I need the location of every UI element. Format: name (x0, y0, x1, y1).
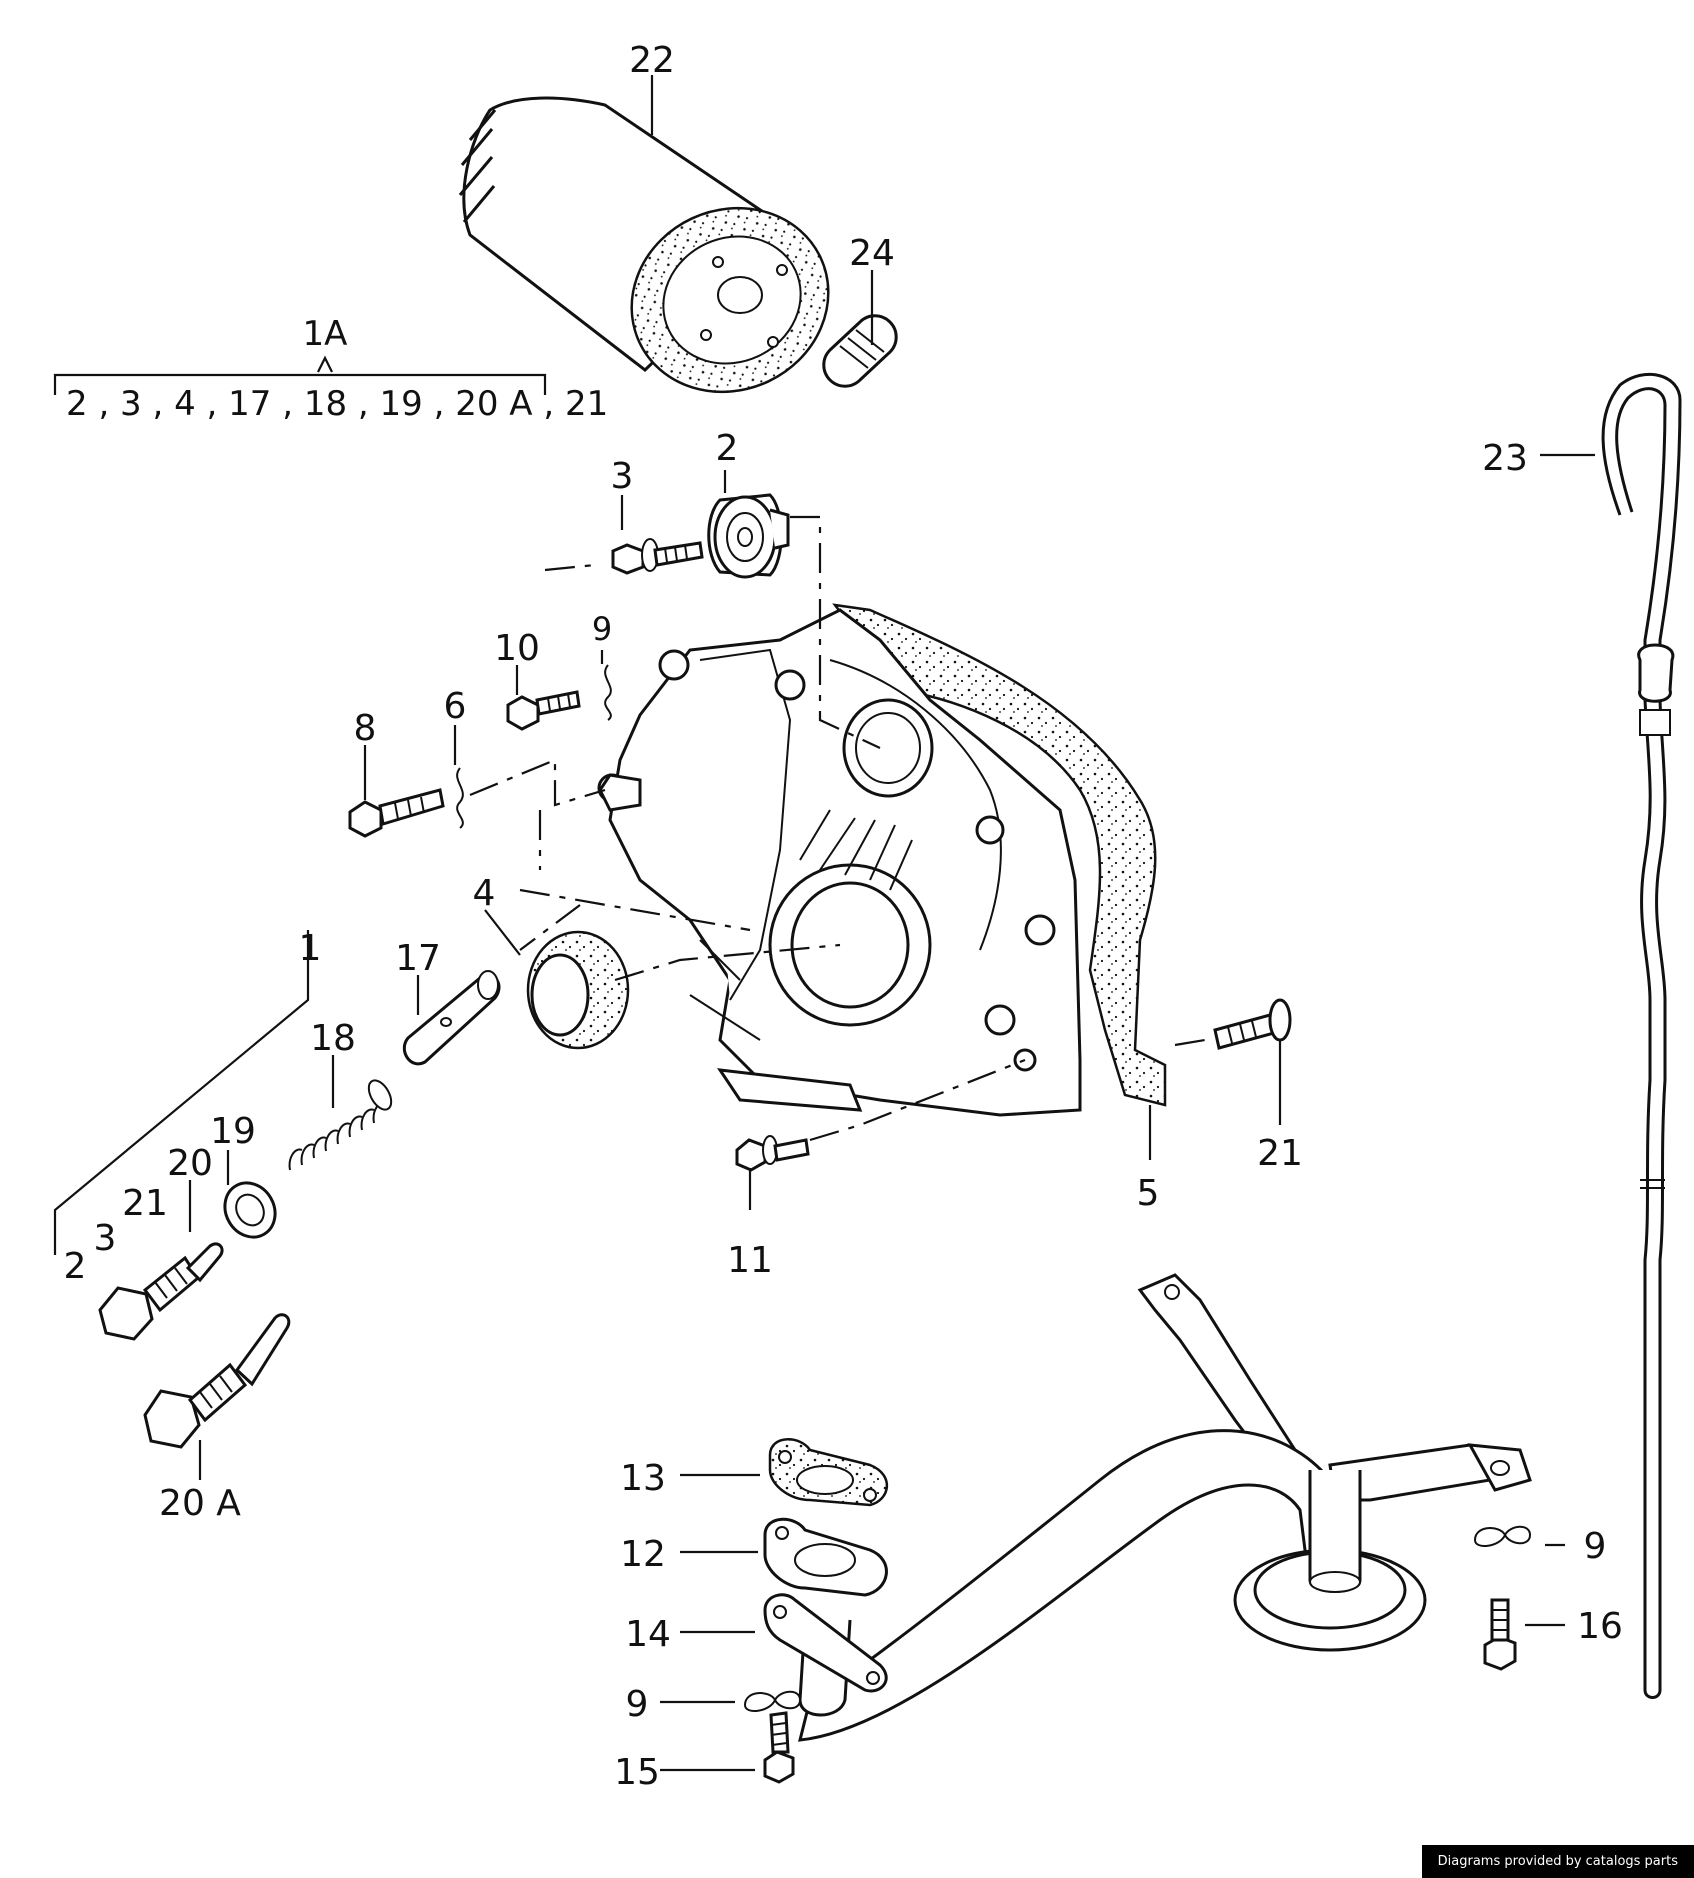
callout-3-left: 3 (94, 1218, 117, 1259)
callout-24: 24 (849, 233, 895, 274)
relief-spring (288, 1079, 393, 1171)
callout-16: 16 (1577, 1606, 1623, 1647)
seal-ring-9-bottom (743, 1690, 802, 1712)
oil-pickup-tube (798, 1273, 1532, 1742)
callout-20: 20 (167, 1143, 213, 1184)
callout-23: 23 (1482, 438, 1528, 479)
callout-4: 4 (473, 873, 496, 914)
callout-9-bottom: 9 (626, 1684, 649, 1725)
callout-12: 12 (620, 1534, 666, 1575)
callout-21-left: 21 (122, 1183, 168, 1224)
callout-6: 6 (444, 686, 467, 727)
callout-19: 19 (210, 1111, 256, 1152)
oil-seal-4 (526, 930, 630, 1050)
group-bracket-1a: 1A 2 , 3 , 4 , 17 , 18 , 19 , 20 A , 21 (53, 314, 608, 424)
relief-plunger (402, 970, 501, 1066)
callout-1: 1 (299, 928, 322, 969)
screw-plug (98, 1242, 224, 1341)
callout-labels: 22 24 2 3 9 10 6 8 4 1 17 18 19 20 21 3 … (64, 40, 1623, 1793)
callout-11: 11 (727, 1240, 773, 1281)
bolt-8 (348, 788, 445, 838)
callout-13: 13 (620, 1458, 666, 1499)
sealing-washer (223, 1181, 277, 1239)
assembly-dash-lines (469, 515, 1206, 1142)
oil-pump-housing (597, 603, 1167, 1117)
diagram-credit: Diagrams provided by catalogs parts (1421, 1845, 1694, 1878)
callout-2-left: 2 (64, 1246, 87, 1287)
pulley-bolt (611, 538, 704, 575)
seal-ring-9-right (1473, 1525, 1532, 1547)
callout-9-right: 9 (1584, 1526, 1607, 1567)
callout-9-top: 9 (592, 610, 612, 648)
drive-pulley (707, 493, 790, 579)
leader-lines (53, 75, 1595, 1772)
callout-18: 18 (310, 1018, 356, 1059)
callout-15: 15 (614, 1752, 660, 1793)
seal-ring-6 (456, 767, 464, 829)
group-label: 1A (303, 314, 348, 354)
gasket-13 (768, 1438, 889, 1507)
callout-3-bolt: 3 (611, 456, 634, 497)
callout-17: 17 (395, 938, 441, 979)
bolt-10 (506, 690, 581, 731)
callout-2-pulley: 2 (716, 428, 739, 469)
callout-21-right: 21 (1257, 1133, 1303, 1174)
bolt-15 (763, 1711, 795, 1784)
callout-20a: 20 A (159, 1483, 241, 1524)
oil-pressure-switch (143, 1313, 291, 1449)
oil-filter (458, 96, 830, 394)
bolt-16 (1483, 1598, 1517, 1671)
callout-22: 22 (629, 40, 675, 81)
callout-5: 5 (1137, 1173, 1160, 1214)
group-members: 2 , 3 , 4 , 17 , 18 , 19 , 20 A , 21 (66, 384, 608, 424)
pickup-flange-14 (763, 1593, 888, 1693)
callout-8: 8 (354, 708, 377, 749)
seal-ring-9-top (604, 664, 612, 721)
bolt-21 (1213, 998, 1292, 1050)
filter-thread-nipple (822, 314, 898, 388)
callout-10: 10 (494, 628, 540, 669)
dipstick (1601, 372, 1682, 1699)
callout-14: 14 (625, 1614, 671, 1655)
flange-12 (763, 1517, 888, 1597)
bolt-11 (735, 1135, 810, 1172)
